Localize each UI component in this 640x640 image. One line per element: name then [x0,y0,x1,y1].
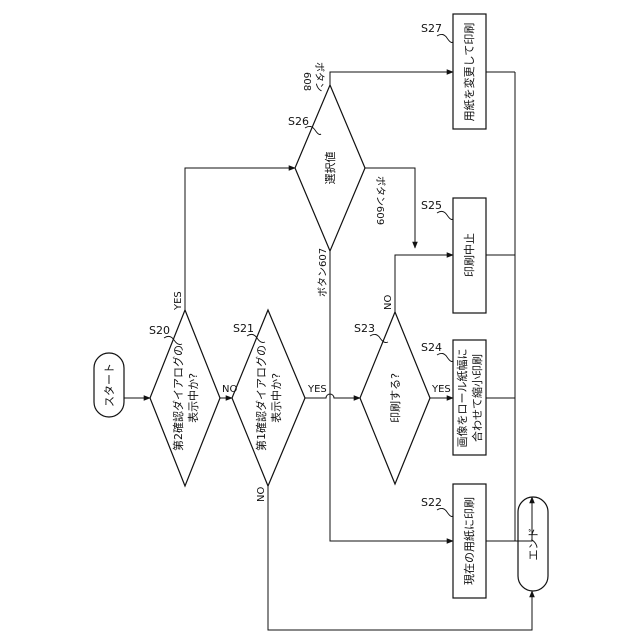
branch-s20-no: NO [222,384,237,395]
s24-text-line1: 画像をロール紙幅に [455,349,469,448]
connector [395,255,453,312]
s24-text-line2: 合わせて縮小印刷 [470,354,484,442]
s22-text: 現在の用紙に印刷 [462,497,476,585]
step-label-s22: S22 [421,496,442,509]
s20-text-line1: 第2確認ダイアログの [171,345,185,451]
branch-s21-yes: YES [307,384,327,395]
branch-s26-button608-line1: ボタン [313,62,325,92]
decision-s21 [232,310,305,486]
step-label-s21: S21 [233,322,254,335]
step-label-s24: S24 [421,341,442,354]
end-label: エンド [527,528,540,561]
s23-text: 印刷する? [389,373,402,423]
step-label-s27: S27 [421,22,442,35]
s20-text-line2: 表示中か? [186,373,200,423]
s25-text: 印刷中止 [463,233,476,277]
branch-s23-no: NO [383,295,394,310]
branch-s26-button607: ボタン607 [317,248,329,297]
branch-s21-no: NO [256,487,267,502]
connector [365,168,415,248]
s26-text: 選択値 [323,152,337,185]
branch-s20-yes: YES [173,291,184,311]
connector [268,486,532,630]
start-label: スタート [103,363,116,407]
s27-text: 用紙を変更して印刷 [462,23,476,122]
branch-s26-button609: ボタン609 [374,176,386,225]
connector [185,168,295,310]
s21-text-line1: 第1確認ダイアログの [254,345,268,451]
step-label-s25: S25 [421,199,442,212]
branch-s26-button608-line2: 608 [301,72,312,91]
step-label-s23: S23 [354,322,375,335]
step-label-s26: S26 [288,115,309,128]
connector [330,72,453,85]
step-label-s20: S20 [149,324,170,337]
branch-s23-yes: YES [431,384,451,395]
s21-text-line2: 表示中か? [269,373,283,423]
